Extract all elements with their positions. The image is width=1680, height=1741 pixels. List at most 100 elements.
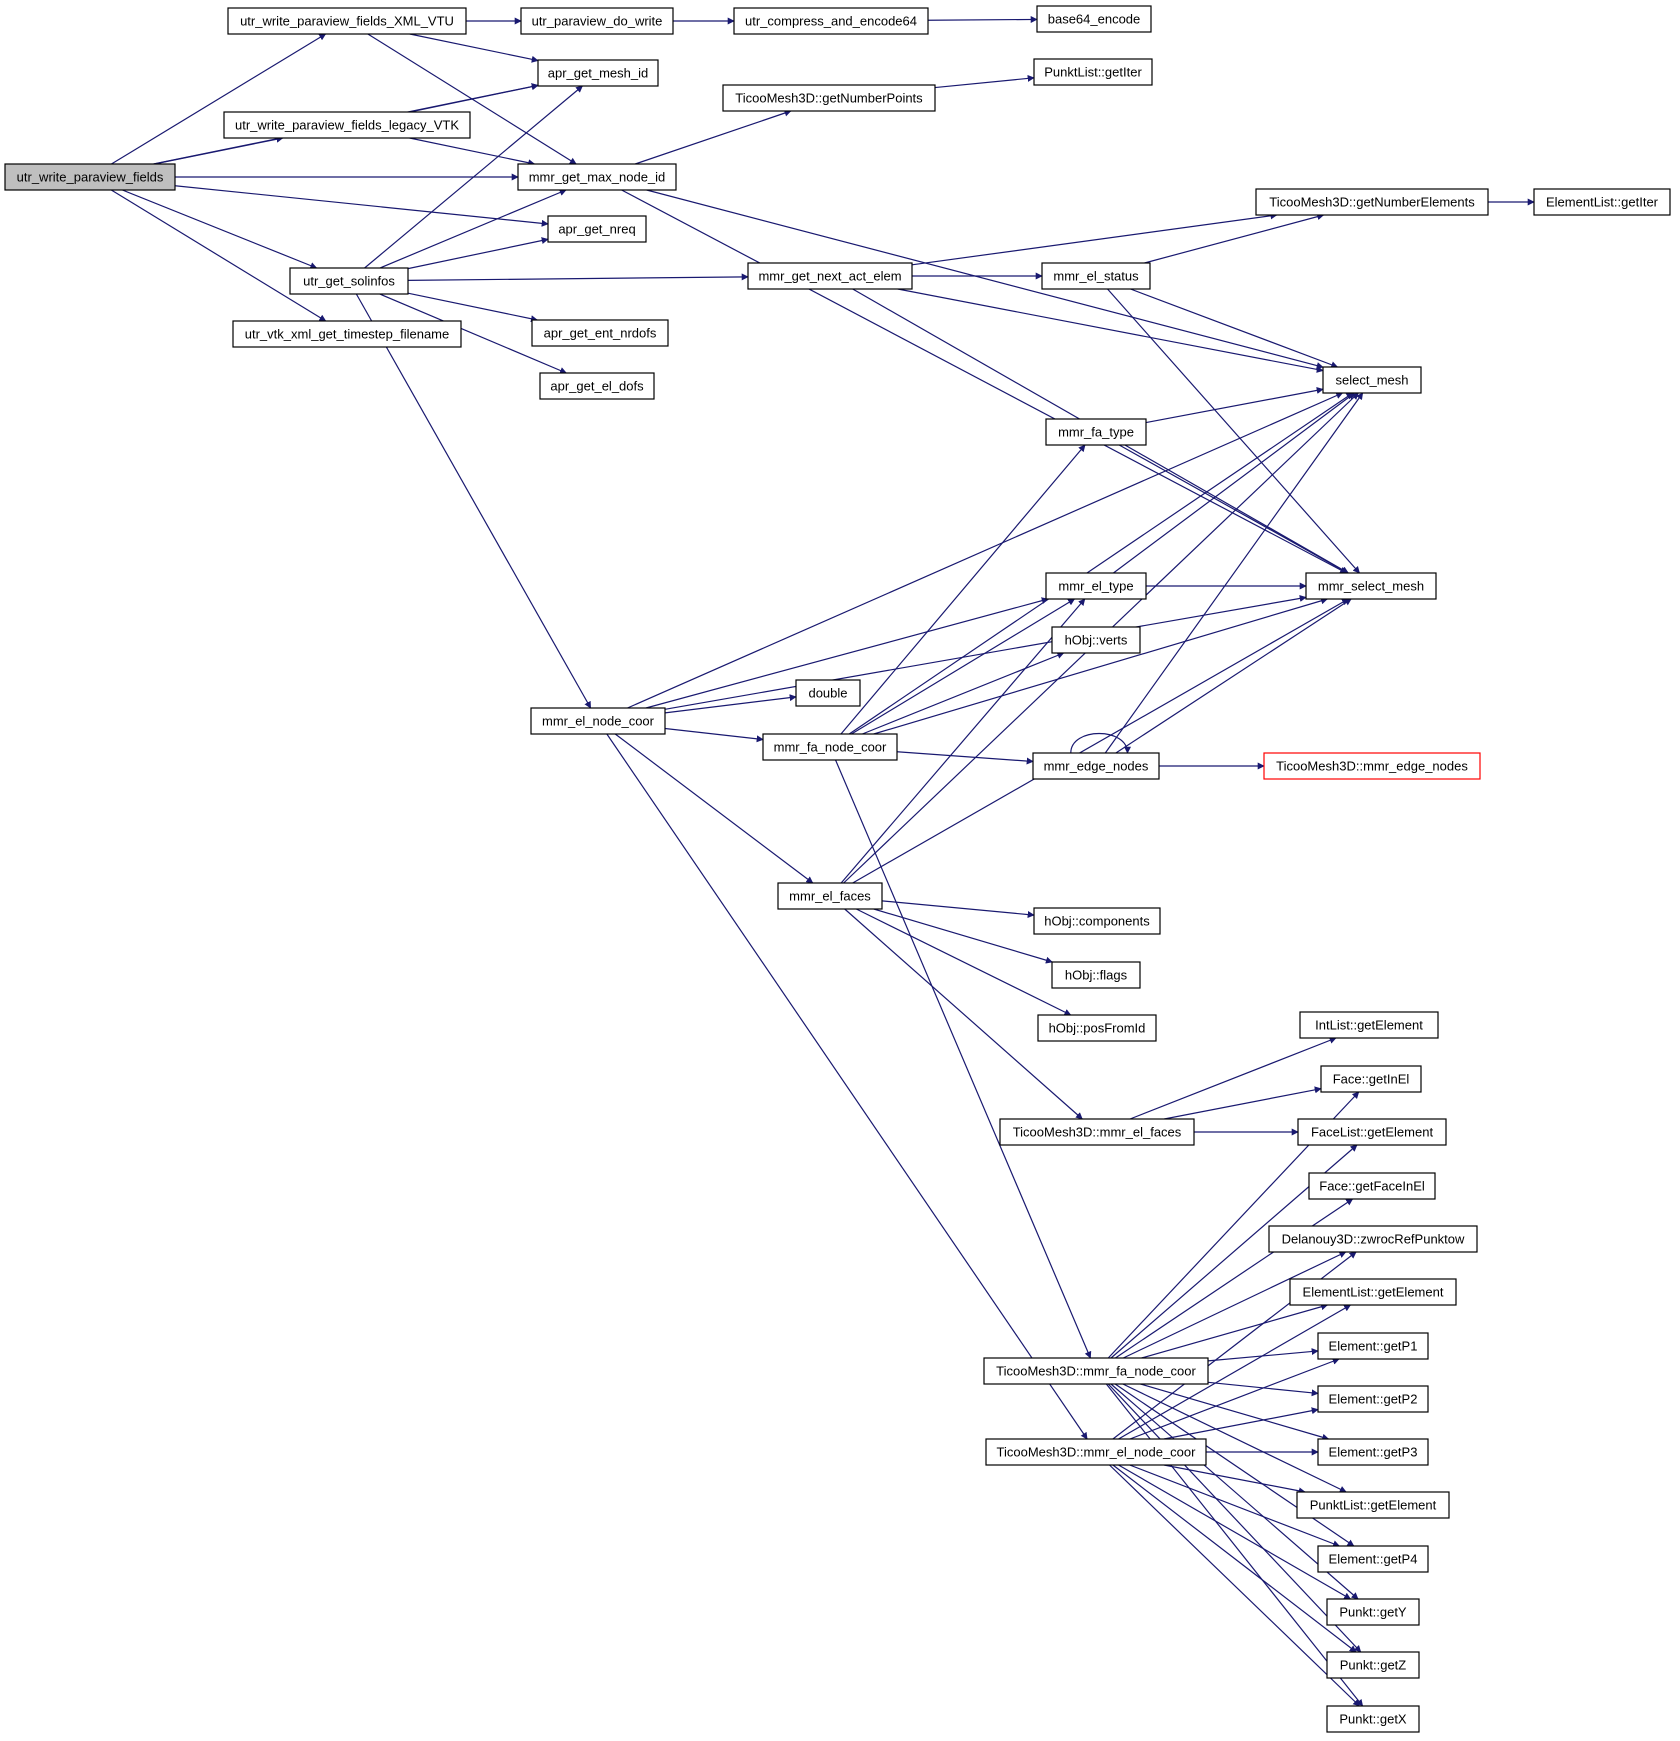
edge-elnode-to-tmelnode — [606, 733, 1088, 1440]
node-box — [223, 111, 471, 139]
node-label: FaceList::getElement — [1311, 1125, 1434, 1140]
node-label: TicooMesh3D::getNumberElements — [1269, 195, 1475, 210]
edge-solinfos-to-maxnode — [379, 189, 567, 269]
node-label: utr_paraview_do_write — [532, 14, 663, 29]
node-box — [1308, 1172, 1436, 1200]
node-edgenodes[interactable]: mmr_edge_nodes — [1032, 752, 1160, 780]
node-label: IntList::getElement — [1315, 1018, 1423, 1033]
edge-tmelfaces-to-faceinel — [1164, 1086, 1322, 1120]
node-box — [1263, 752, 1481, 780]
node-box — [232, 320, 462, 348]
node-label: ElementList::getElement — [1303, 1285, 1444, 1300]
node-solinfos[interactable]: utr_get_solinfos — [289, 267, 409, 295]
node-selmesh[interactable]: select_mesh — [1322, 366, 1422, 394]
edge-edgenodes-to-edgenodes — [1070, 733, 1131, 754]
node-label: TicooMesh3D::mmr_edge_nodes — [1276, 759, 1468, 774]
edge-elfaces-to-posfromid — [856, 908, 1072, 1016]
node-maxnode[interactable]: mmr_get_max_node_id — [517, 163, 677, 191]
node-intlget[interactable]: IntList::getElement — [1299, 1011, 1439, 1039]
edge-getnumpts-to-pktiter — [934, 74, 1035, 89]
node-label: utr_vtk_xml_get_timestep_filename — [245, 327, 450, 342]
node-compress[interactable]: utr_compress_and_encode64 — [733, 7, 929, 35]
node-getp4[interactable]: Element::getP4 — [1317, 1545, 1429, 1573]
edge-solinfos-to-meshid — [364, 85, 583, 269]
node-box — [1036, 5, 1152, 33]
edge-maxnode-to-getnumpts — [634, 109, 792, 165]
node-box — [1317, 1438, 1429, 1466]
node-fanode[interactable]: mmr_fa_node_coor — [762, 733, 898, 761]
edge-maxnode-to-selmesh — [646, 189, 1324, 369]
edge-fanode-to-fatype — [840, 444, 1086, 735]
node-box — [722, 84, 936, 112]
node-label: apr_get_ent_nrdofs — [544, 326, 657, 341]
node-label: TicooMesh3D::mmr_el_node_coor — [997, 1445, 1197, 1460]
node-box — [537, 59, 659, 87]
node-eliter[interactable]: ElementList::getIter — [1533, 188, 1671, 216]
node-getz[interactable]: Punkt::getZ — [1326, 1651, 1420, 1679]
node-gety[interactable]: Punkt::getY — [1326, 1598, 1420, 1626]
node-tmedgenodes[interactable]: TicooMesh3D::mmr_edge_nodes — [1263, 752, 1481, 780]
node-box — [1033, 58, 1153, 86]
edge-tmfanode-to-getz — [1107, 1383, 1362, 1653]
node-nreq[interactable]: apr_get_nreq — [547, 215, 647, 243]
node-posfromid[interactable]: hObj::posFromId — [1037, 1014, 1157, 1042]
edge-nextact-to-selmesh — [897, 288, 1324, 373]
node-getnumel[interactable]: TicooMesh3D::getNumberElements — [1255, 188, 1489, 216]
node-fatype[interactable]: mmr_fa_type — [1045, 418, 1147, 446]
node-pktiter[interactable]: PunktList::getIter — [1033, 58, 1153, 86]
node-meshid[interactable]: apr_get_mesh_id — [537, 59, 659, 87]
edge-root-to-legacy — [154, 135, 284, 165]
node-entnrdofs[interactable]: apr_get_ent_nrdofs — [531, 319, 669, 347]
node-ellget[interactable]: ElementList::getElement — [1289, 1278, 1457, 1306]
node-getnumpts[interactable]: TicooMesh3D::getNumberPoints — [722, 84, 936, 112]
node-verts[interactable]: hObj::verts — [1051, 626, 1141, 654]
node-label: mmr_select_mesh — [1318, 579, 1424, 594]
node-double[interactable]: double — [795, 679, 861, 707]
node-eltype[interactable]: mmr_el_type — [1045, 572, 1147, 600]
edge-eltype-to-selmesh — [1113, 392, 1356, 574]
node-nextact[interactable]: mmr_get_next_act_elem — [747, 262, 913, 290]
node-label: Element::getP3 — [1329, 1445, 1418, 1460]
edge-tmelnode-to-getz — [1112, 1464, 1357, 1653]
node-xml[interactable]: utr_write_paraview_fields_XML_VTU — [227, 7, 467, 35]
node-eldofs[interactable]: apr_get_el_dofs — [539, 372, 655, 400]
edge-elstatus-to-selmesh — [1130, 288, 1339, 369]
node-getp2[interactable]: Element::getP2 — [1317, 1385, 1429, 1413]
node-box — [1289, 1278, 1457, 1306]
edge-solinfos-to-nextact — [407, 273, 749, 281]
node-box — [762, 733, 898, 761]
edge-tmfanode-to-getx — [1105, 1383, 1364, 1707]
node-box — [517, 163, 677, 191]
node-box — [289, 267, 409, 295]
node-legacy[interactable]: utr_write_paraview_fields_legacy_VTK — [223, 111, 471, 139]
node-pklget[interactable]: PunktList::getElement — [1296, 1491, 1450, 1519]
node-components[interactable]: hObj::components — [1033, 907, 1161, 935]
node-mmrselmesh[interactable]: mmr_select_mesh — [1305, 572, 1437, 600]
node-label: Punkt::getZ — [1340, 1658, 1407, 1673]
node-box — [1033, 907, 1161, 935]
node-getp3[interactable]: Element::getP3 — [1317, 1438, 1429, 1466]
node-dowrite[interactable]: utr_paraview_do_write — [520, 7, 674, 35]
node-tmfanode[interactable]: TicooMesh3D::mmr_fa_node_coor — [983, 1357, 1209, 1385]
node-elstatus[interactable]: mmr_el_status — [1041, 262, 1151, 290]
node-facelget[interactable]: FaceList::getElement — [1297, 1118, 1447, 1146]
node-layer: utr_write_paraview_fields utr_write_parav… — [4, 5, 1671, 1733]
node-box — [1326, 1705, 1420, 1733]
node-box — [1037, 1014, 1157, 1042]
node-elnode[interactable]: mmr_el_node_coor — [530, 707, 666, 735]
node-root[interactable]: utr_write_paraview_fields — [4, 163, 176, 191]
node-b64[interactable]: base64_encode — [1036, 5, 1152, 33]
node-label: base64_encode — [1048, 12, 1141, 27]
node-facefaceinel[interactable]: Face::getFaceInEl — [1308, 1172, 1436, 1200]
node-label: utr_write_paraview_fields — [17, 170, 164, 185]
node-delan[interactable]: Delanouy3D::zwrocRefPunktow — [1268, 1225, 1478, 1253]
node-box — [999, 1118, 1195, 1146]
node-tmelnode[interactable]: TicooMesh3D::mmr_el_node_coor — [985, 1438, 1207, 1466]
node-flags[interactable]: hObj::flags — [1051, 961, 1141, 989]
node-faceinel[interactable]: Face::getInEl — [1320, 1065, 1422, 1093]
node-getp1[interactable]: Element::getP1 — [1317, 1332, 1429, 1360]
node-elfaces[interactable]: mmr_el_faces — [777, 882, 883, 910]
node-vtkxml[interactable]: utr_vtk_xml_get_timestep_filename — [232, 320, 462, 348]
node-tmelfaces[interactable]: TicooMesh3D::mmr_el_faces — [999, 1118, 1195, 1146]
node-getx[interactable]: Punkt::getX — [1326, 1705, 1420, 1733]
